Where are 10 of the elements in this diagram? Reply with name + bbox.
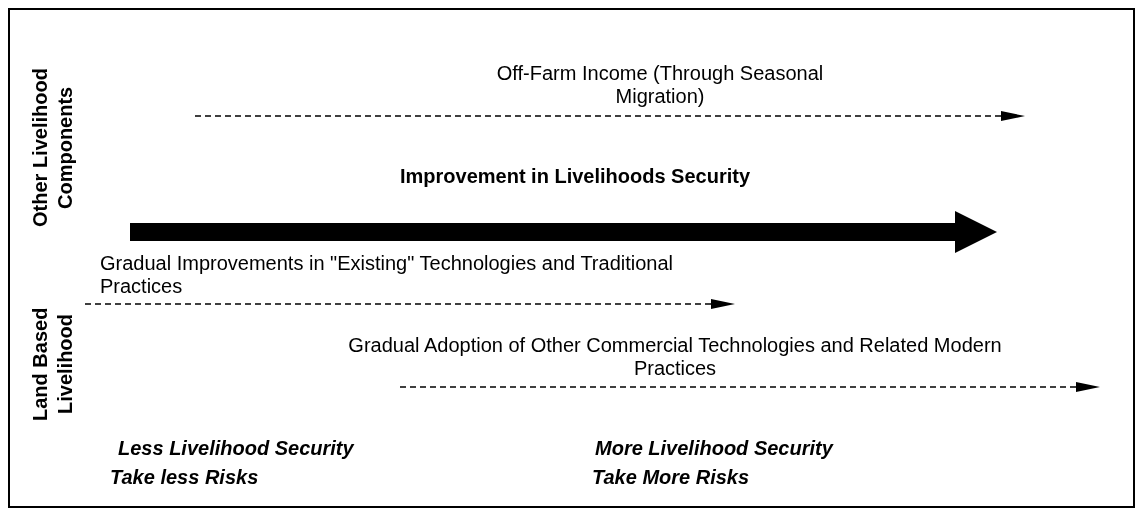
scale-note: More Livelihood Security xyxy=(595,437,835,460)
scale-note: Less Livelihood Security xyxy=(118,437,356,460)
axis-label: Other Livelihood Components xyxy=(28,67,77,229)
scale-note: Take More Risks xyxy=(592,466,751,489)
arrow-label: Improvement in Livelihoods Security xyxy=(398,165,752,188)
scale-note: Take less Risks xyxy=(110,466,260,489)
arrow-label: Gradual Adoption of Other Commercial Technologies and Related Modern Practices xyxy=(347,334,1003,380)
arrow-label: Gradual Improvements in "Existing" Technologies and Traditional Practices xyxy=(100,252,675,298)
axis-label: Land Based Livelihood xyxy=(28,306,77,423)
arrow-label: Off-Farm Income (Through Seasonal Migration) xyxy=(495,62,825,108)
